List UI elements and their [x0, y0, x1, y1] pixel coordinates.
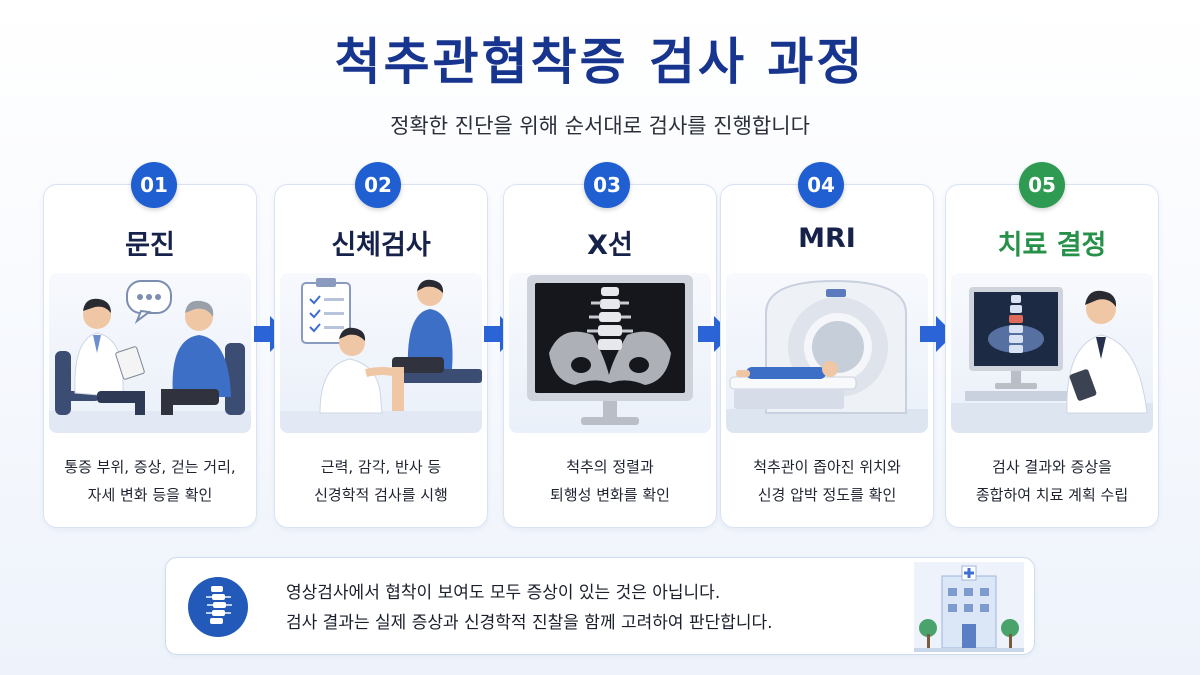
- step-4-desc-line1: 척추관이 좁아진 위치와: [753, 458, 901, 476]
- next-arrow-icon: [484, 316, 518, 352]
- step-3-number-badge: 03: [584, 162, 630, 208]
- physical-exam-icon: [280, 273, 482, 433]
- step-4-title: MRI: [798, 223, 856, 254]
- page-subtitle: 정확한 진단을 위해 순서대로 검사를 진행합니다: [390, 114, 810, 138]
- step-2-title: 신체검사: [331, 230, 431, 261]
- mri-scanner-icon: [726, 273, 928, 433]
- step-3-desc-line2: 퇴행성 변화를 확인: [550, 486, 670, 504]
- step-2-desc-line1: 근력, 감각, 반사 등: [320, 458, 442, 476]
- spine-icon: [188, 577, 248, 637]
- hospital-icon: [914, 562, 1024, 652]
- step-5-number-badge: 05: [1019, 162, 1065, 208]
- next-arrow-icon: [920, 316, 954, 352]
- step-3-description: 척추의 정렬과 퇴행성 변화를 확인: [504, 453, 716, 509]
- step-2-description: 근력, 감각, 반사 등 신경학적 검사를 시행: [275, 453, 487, 509]
- step-3-title: X선: [587, 230, 633, 261]
- step-2-number-badge: 02: [355, 162, 401, 208]
- step-5-desc-line2: 종합하여 치료 계획 수립: [975, 486, 1129, 504]
- step-card-physical-exam: 신체검사 근력, 감각, 반사: [274, 184, 488, 528]
- step-4-desc-line2: 신경 압박 정도를 확인: [757, 486, 897, 504]
- next-arrow-icon: [254, 316, 288, 352]
- step-2-desc-line2: 신경학적 검사를 시행: [314, 486, 448, 504]
- note-line1: 영상검사에서 협착이 보여도 모두 증상이 있는 것은 아닙니다.: [286, 583, 721, 603]
- step-card-treatment-decision: 치료 결정 검사 결과와 증상을 종합하여 치료 계획 수립: [945, 184, 1159, 528]
- xray-monitor-icon: [509, 273, 711, 433]
- doctor-review-monitor-icon: [951, 273, 1153, 433]
- page-title: 척추관협착증 검사 과정: [334, 33, 866, 91]
- step-4-description: 척추관이 좁아진 위치와 신경 압박 정도를 확인: [721, 453, 933, 509]
- next-arrow-icon: [698, 316, 732, 352]
- step-3-desc-line1: 척추의 정렬과: [566, 458, 654, 476]
- note-line2: 검사 결과는 실제 증상과 신경학적 진찰을 함께 고려하여 판단합니다.: [286, 613, 773, 633]
- step-5-title: 치료 결정: [997, 230, 1107, 261]
- step-card-mri: MRI 척추관이 좁아진 위치와 신경 압박 정도를 확인: [720, 184, 934, 528]
- step-1-desc-line2: 자세 변화 등을 확인: [87, 486, 213, 504]
- step-1-number-badge: 01: [131, 162, 177, 208]
- step-5-desc-line1: 검사 결과와 증상을: [992, 458, 1112, 476]
- step-5-description: 검사 결과와 증상을 종합하여 치료 계획 수립: [946, 453, 1158, 509]
- step-4-number-badge: 04: [798, 162, 844, 208]
- note-text: 영상검사에서 협착이 보여도 모두 증상이 있는 것은 아닙니다. 검사 결과는…: [286, 578, 906, 638]
- info-note-box: 영상검사에서 협착이 보여도 모두 증상이 있는 것은 아닙니다. 검사 결과는…: [165, 557, 1035, 655]
- step-card-xray: X선 척추의 정렬과 퇴행성 변화를 확인: [503, 184, 717, 528]
- step-1-description: 통증 부위, 증상, 걷는 거리, 자세 변화 등을 확인: [44, 453, 256, 509]
- doctor-patient-consultation-icon: [49, 273, 251, 433]
- step-1-title: 문진: [125, 230, 175, 261]
- step-card-consultation: 문진: [43, 184, 257, 528]
- step-1-desc-line1: 통증 부위, 증상, 걷는 거리,: [64, 458, 236, 476]
